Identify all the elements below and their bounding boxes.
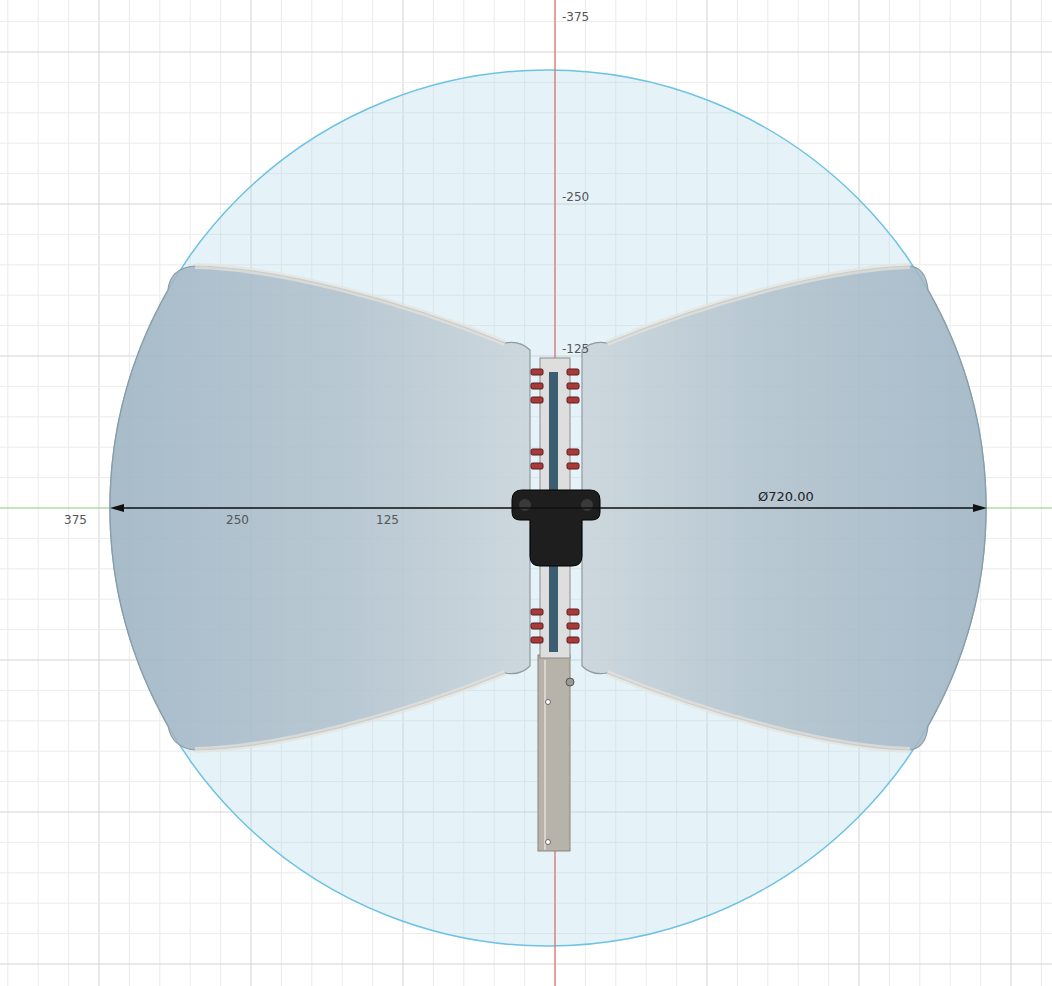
x-axis — [0, 507, 1052, 508]
grid-line — [1011, 0, 1012, 986]
wing-edge — [195, 673, 505, 750]
bolt — [567, 449, 579, 455]
bolt — [567, 463, 579, 469]
grid-line — [0, 21, 1052, 22]
grid-line — [38, 0, 39, 986]
grid-line — [0, 508, 1052, 509]
wing-edge — [195, 266, 505, 343]
dimension-arrow — [973, 504, 987, 512]
grid-line — [7, 0, 8, 986]
bolt — [567, 369, 579, 375]
center-mount — [512, 490, 600, 566]
bolt — [531, 383, 543, 389]
grid-line — [1041, 0, 1042, 986]
pole-highlight — [544, 660, 546, 850]
wing-edge — [607, 673, 910, 750]
bolt — [531, 609, 543, 615]
bolt — [567, 623, 579, 629]
dimension-arrow — [110, 504, 124, 512]
bolt — [567, 383, 579, 389]
pole-hole — [546, 840, 551, 845]
axis-tick-label: -375 — [562, 10, 589, 24]
clearance-circle — [110, 70, 986, 946]
diameter-dimension: Ø720.00 — [758, 489, 814, 505]
grid-line — [0, 52, 1052, 53]
bolt — [531, 449, 543, 455]
axis-tick-label: -125 — [562, 342, 589, 356]
pole-hole — [546, 700, 551, 705]
bolt — [531, 397, 543, 403]
bolt — [567, 397, 579, 403]
mount-knob — [519, 499, 531, 511]
axis-tick-label: 250 — [226, 513, 249, 527]
bolt — [531, 369, 543, 375]
bolt — [531, 637, 543, 643]
grid-line — [0, 964, 1052, 965]
axis-tick-label: 125 — [376, 513, 399, 527]
support-pole — [538, 655, 570, 851]
axis-tick-label: -250 — [562, 190, 589, 204]
grid-line — [68, 0, 69, 986]
wing-edge — [607, 266, 910, 343]
bolt — [531, 623, 543, 629]
bolt — [531, 463, 543, 469]
dimension-line — [118, 507, 979, 508]
mount-knob — [581, 499, 593, 511]
bolt — [567, 609, 579, 615]
clamp-screw — [566, 678, 574, 686]
grid-line — [99, 0, 100, 986]
axis-tick-label: 375 — [64, 513, 87, 527]
bolt — [567, 637, 579, 643]
